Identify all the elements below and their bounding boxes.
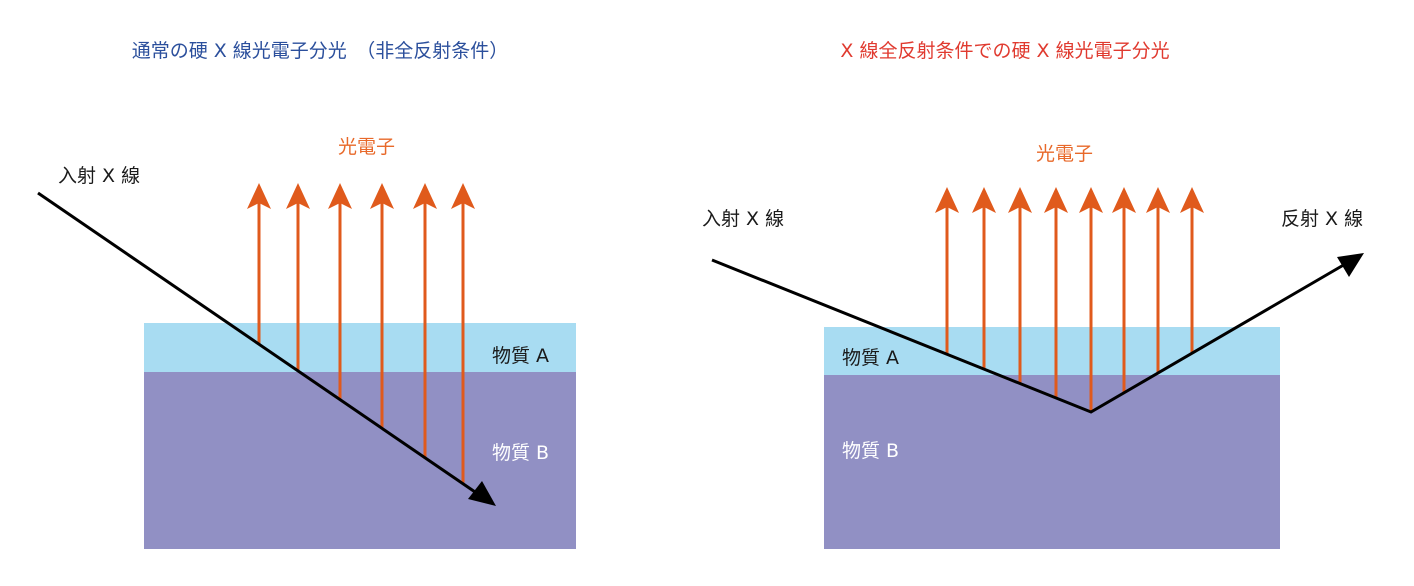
photoelectron-arrow	[1146, 187, 1170, 374]
incident-xray-label: 入射 X 線	[702, 208, 784, 230]
photoelectron-arrow	[413, 183, 437, 458]
photoelectron-arrow	[451, 183, 475, 484]
arrowhead-icon	[247, 183, 271, 209]
photoelectron-arrows	[247, 183, 475, 484]
arrowhead-icon	[1008, 187, 1032, 213]
photoelectron-label: 光電子	[338, 136, 395, 158]
material-a-label: 物質 A	[492, 345, 549, 367]
arrowhead-icon	[413, 183, 437, 209]
arrowhead-icon	[370, 183, 394, 209]
left-panel: 通常の硬 X 線光電子分光 （非全反射条件） 物質 A 物質 B 入射 X 線 …	[37, 40, 576, 549]
reflected-xray-label: 反射 X 線	[1281, 208, 1363, 230]
photoelectron-label: 光電子	[1036, 143, 1093, 165]
photoelectron-arrow	[247, 183, 271, 344]
photoelectron-arrow	[328, 183, 352, 400]
right-title: X 線全反射条件での硬 X 線光電子分光	[840, 40, 1169, 62]
photoelectron-arrow	[370, 183, 394, 428]
photoelectron-arrow	[1112, 187, 1136, 393]
arrowhead-icon	[286, 183, 310, 209]
material-b-label: 物質 B	[492, 442, 549, 464]
photoelectron-arrow	[1180, 187, 1204, 354]
incident-xray-arrowhead-icon	[468, 481, 496, 506]
arrowhead-icon	[1112, 187, 1136, 213]
arrowhead-icon	[1146, 187, 1170, 213]
arrowhead-icon	[1044, 187, 1068, 213]
reflected-xray-arrowhead-icon	[1337, 253, 1364, 277]
material-a-layer	[144, 323, 576, 373]
reflected-xray-path	[711, 258, 1348, 414]
material-b-layer	[824, 375, 1280, 549]
incident-xray-label: 入射 X 線	[58, 165, 140, 187]
photoelectron-arrow	[1044, 187, 1068, 398]
photoelectron-arrow	[972, 187, 996, 370]
material-b-layer	[144, 372, 576, 549]
arrowhead-icon	[451, 183, 475, 209]
photoelectron-arrow	[935, 187, 959, 355]
photoelectron-arrow	[1079, 187, 1103, 412]
left-title: 通常の硬 X 線光電子分光 （非全反射条件）	[132, 40, 509, 62]
arrowhead-icon	[328, 183, 352, 209]
arrowhead-icon	[1180, 187, 1204, 213]
incident-xray-ray	[37, 191, 479, 496]
photoelectron-arrows	[935, 187, 1204, 412]
arrowhead-icon	[972, 187, 996, 213]
material-a-label: 物質 A	[842, 347, 899, 369]
photoelectron-arrow	[286, 183, 310, 371]
arrowhead-icon	[935, 187, 959, 213]
right-panel: X 線全反射条件での硬 X 線光電子分光 物質 A 物質 B 入射 X 線 反射…	[702, 40, 1364, 549]
arrowhead-icon	[1079, 187, 1103, 213]
photoelectron-arrow	[1008, 187, 1032, 384]
material-b-label: 物質 B	[842, 440, 899, 462]
